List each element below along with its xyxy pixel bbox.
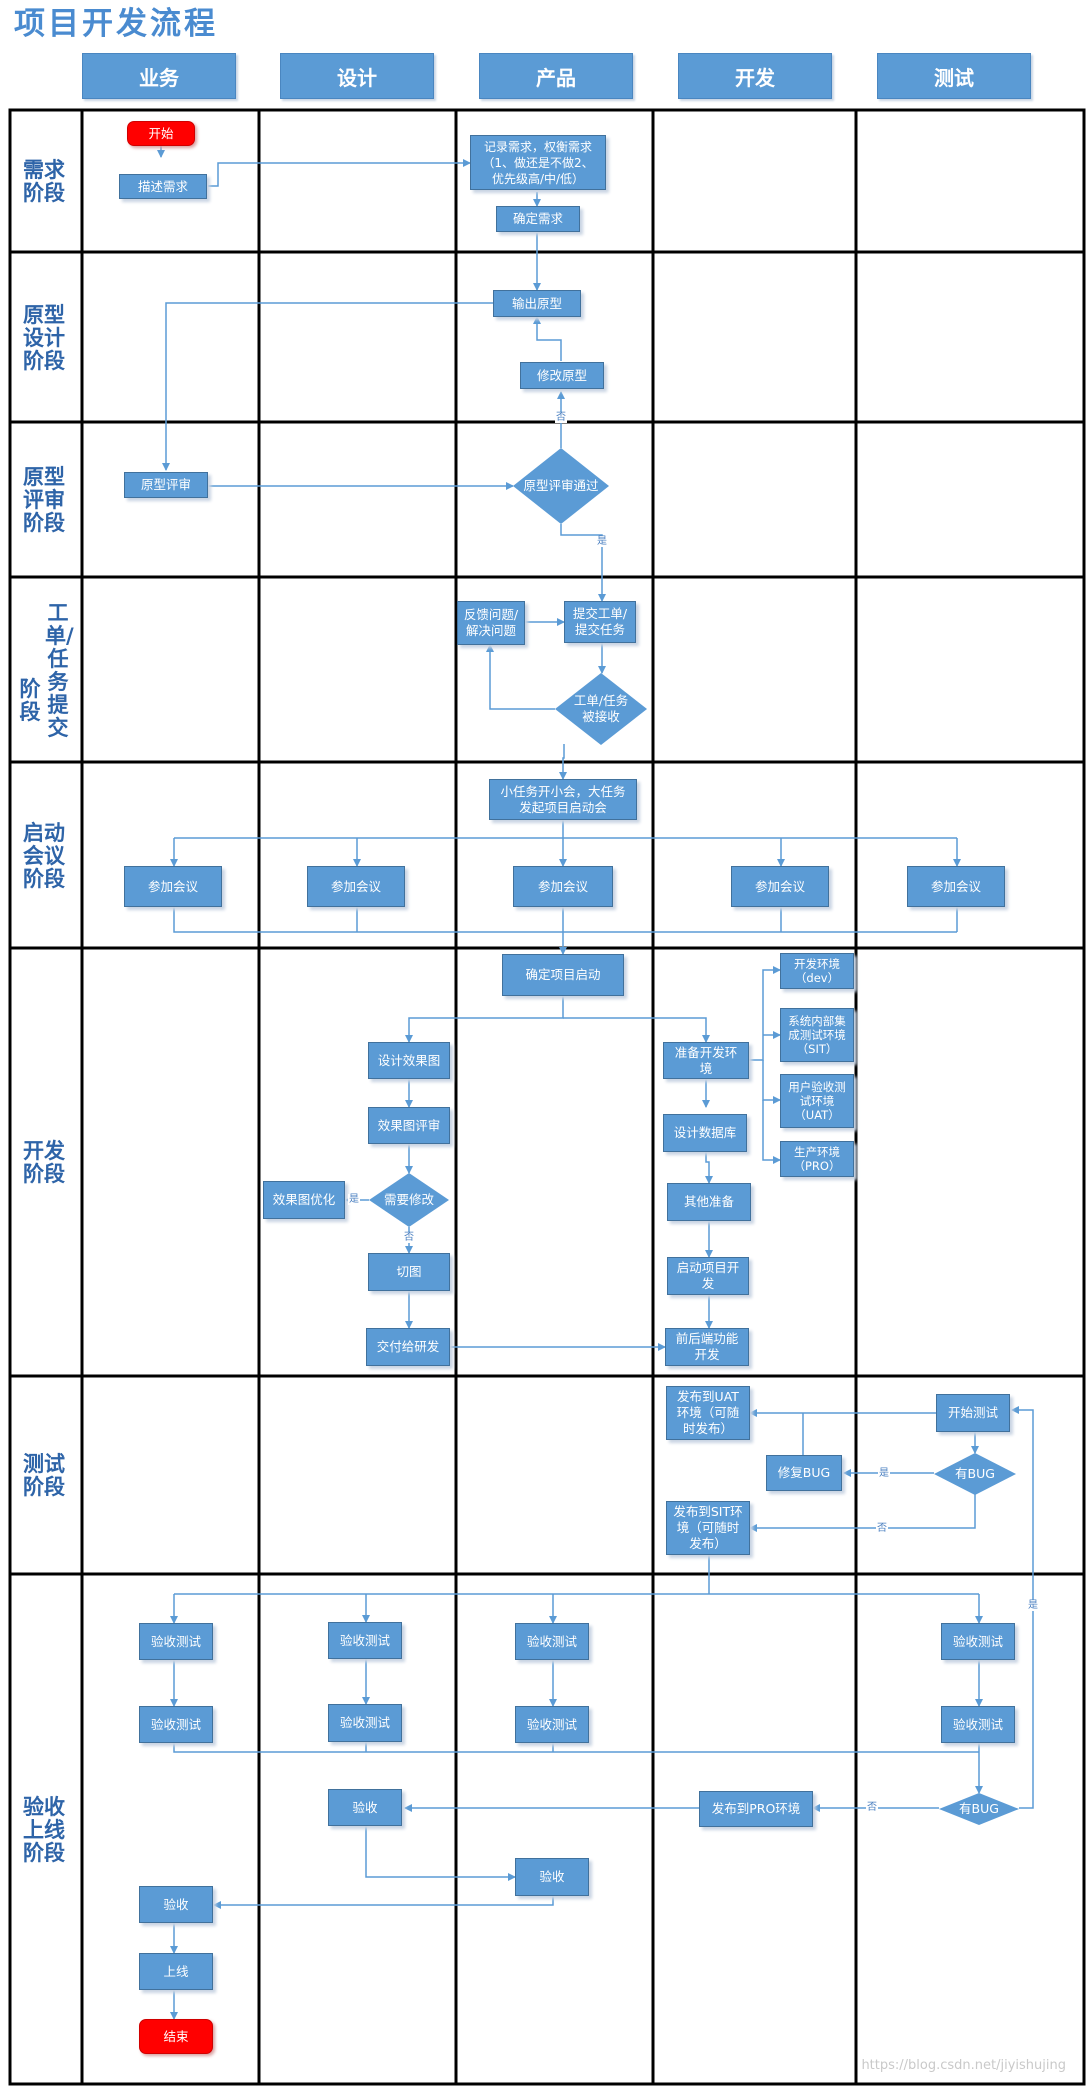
join-meeting-business: 参加会议 (124, 866, 222, 907)
publish-uat-node: 发布到UAT 环境（可随 时发布） (666, 1386, 750, 1440)
join-meeting-design: 参加会议 (307, 866, 405, 907)
stage-label-testing: 测试阶段 (23, 1452, 65, 1499)
start-testing-node: 开始测试 (936, 1394, 1010, 1432)
record-requirement-node: 记录需求，权衡需求 （1、做还是不做2、 优先级高/中/低） (470, 135, 606, 190)
confirm-project-start-node: 确定项目启动 (502, 954, 624, 996)
start-terminal: 开始 (127, 121, 195, 146)
stage-label-kickoff: 启动会议阶段 (23, 820, 65, 891)
label-no-need-modify: 否 (403, 1232, 415, 1243)
join-meeting-testing: 参加会议 (907, 866, 1005, 907)
flow-connectors (157, 145, 1034, 2020)
label-yes-has-bug: 是 (878, 1468, 890, 1479)
accept-product-node: 验收 (515, 1858, 589, 1896)
other-prep-node: 其他准备 (667, 1183, 751, 1221)
stage-label-development: 开发阶段 (23, 1139, 65, 1186)
describe-requirement-node: 描述需求 (119, 174, 207, 199)
acceptance-test-design-1: 验收测试 (328, 1622, 402, 1659)
publish-pro-node: 发布到PRO环境 (699, 1791, 813, 1827)
prototype-review-passed-decision: 原型评审通过 (513, 448, 609, 524)
effect-review-node: 效果图评审 (368, 1107, 450, 1144)
stage-label-acceptance: 验收上线阶段 (23, 1794, 65, 1865)
need-modify-decision: 需要修改 (369, 1173, 449, 1227)
stage-label-prototype-review: 原型评审阶段 (23, 465, 65, 535)
page-title: 项目开发流程 (14, 6, 218, 42)
label-no-prototype: 否 (555, 412, 567, 423)
deliver-to-dev-node: 交付给研发 (366, 1328, 450, 1366)
env-pro-node: 生产环境 （PRO） (780, 1141, 854, 1177)
ticket-accepted-decision: 工单/任务 被接收 (555, 673, 647, 745)
join-meeting-product: 参加会议 (513, 866, 613, 907)
acceptance-test-product-1: 验收测试 (515, 1623, 589, 1660)
output-prototype-node: 输出原型 (493, 290, 581, 317)
column-header-design: 设计 (280, 53, 434, 99)
label-yes-acceptance-loop: 是 (1027, 1600, 1039, 1611)
has-bug-decision-testing: 有BUG (934, 1453, 1016, 1495)
publish-sit-node: 发布到SIT环 境（可随时 发布） (666, 1501, 750, 1555)
column-header-testing: 测试 (877, 53, 1031, 99)
column-header-development: 开发 (678, 53, 832, 99)
effect-optimize-node: 效果图优化 (263, 1181, 345, 1219)
label-no-has-bug: 否 (876, 1523, 888, 1534)
confirm-requirement-node: 确定需求 (496, 206, 580, 232)
acceptance-test-testing-2: 验收测试 (941, 1706, 1015, 1743)
start-dev-node: 启动项目开 发 (667, 1257, 749, 1295)
design-database-node: 设计数据库 (663, 1114, 747, 1152)
kickoff-meeting-node: 小任务开小会，大任务 发起项目启动会 (489, 779, 637, 820)
env-dev-node: 开发环境 （dev） (780, 953, 854, 989)
has-bug-decision-acceptance: 有BUG (939, 1793, 1019, 1825)
acceptance-test-product-2: 验收测试 (515, 1706, 589, 1743)
stage-label-prototype-design: 原型设计阶段 (23, 302, 65, 373)
stage-label-ticket-submit: 阶段 工单/任务提交 (10, 579, 78, 762)
go-live-node: 上线 (139, 1953, 213, 1990)
slicing-node: 切图 (368, 1253, 450, 1291)
label-no-acceptance-bug: 否 (866, 1802, 878, 1813)
swimlane-grid (8, 108, 1086, 2086)
end-terminal: 结束 (139, 2019, 213, 2054)
env-sit-node: 系统内部集 成测试环境 （SIT） (780, 1008, 854, 1062)
feedback-issue-node: 反馈问题/ 解决问题 (457, 601, 525, 645)
acceptance-test-business-2: 验收测试 (139, 1706, 213, 1743)
frontend-backend-dev-node: 前后端功能 开发 (665, 1328, 749, 1366)
column-header-product: 产品 (479, 53, 633, 99)
fix-bug-node: 修复BUG (766, 1455, 842, 1491)
modify-prototype-node: 修改原型 (520, 362, 604, 389)
label-yes-need-modify: 是 (348, 1194, 360, 1205)
env-uat-node: 用户验收测 试环境 （UAT） (780, 1074, 854, 1128)
prepare-dev-env-node: 准备开发环 境 (663, 1042, 749, 1079)
label-yes-prototype: 是 (596, 536, 608, 547)
design-effect-node: 设计效果图 (368, 1042, 450, 1079)
stage-label-ticket-submit-line1: 工单/任务提交 (45, 600, 74, 740)
accept-business-node: 验收 (139, 1886, 213, 1923)
acceptance-test-testing-1: 验收测试 (941, 1623, 1015, 1660)
watermark: https://blog.csdn.net/jiyishujing (861, 2058, 1066, 2073)
acceptance-test-business-1: 验收测试 (139, 1623, 213, 1660)
column-header-business: 业务 (82, 53, 236, 99)
submit-ticket-node: 提交工单/ 提交任务 (564, 601, 636, 643)
stage-label-requirement: 需求阶段 (23, 158, 65, 205)
acceptance-test-design-2: 验收测试 (328, 1704, 402, 1742)
prototype-review-node: 原型评审 (124, 472, 208, 498)
accept-design-node: 验收 (328, 1789, 402, 1826)
join-meeting-development: 参加会议 (731, 866, 829, 907)
stage-label-ticket-submit-line2: 阶段 (19, 676, 41, 724)
